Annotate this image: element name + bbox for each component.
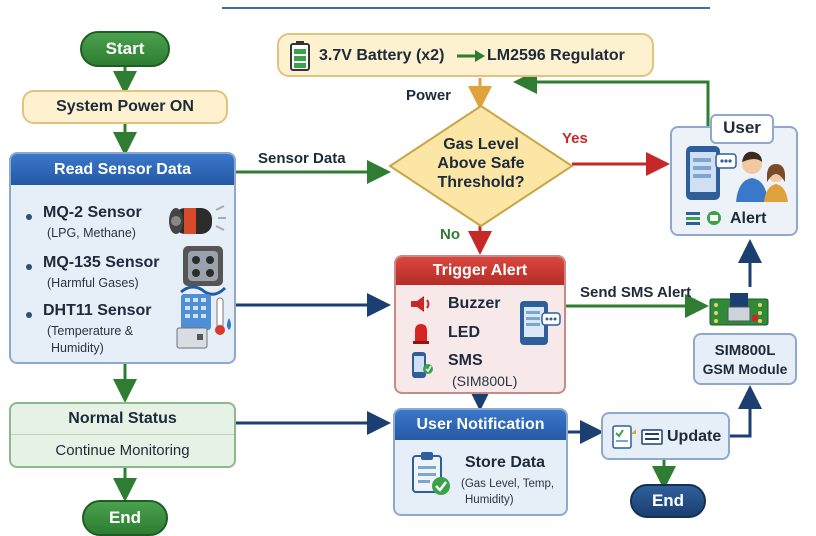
trigger-item-sms: SMS (448, 352, 483, 369)
read-sensor-card: Read Sensor Data MQ-2 Sensor (LPG, Metha… (9, 152, 236, 364)
end-node-right: End (630, 484, 706, 518)
regulator-label: LM2596 Regulator (487, 47, 625, 64)
arrow-right-icon (457, 50, 485, 62)
bullet-icon (26, 312, 32, 318)
list-icon (641, 429, 663, 445)
edge-label-sensor-data: Sensor Data (258, 150, 346, 167)
edge-label-yes: Yes (562, 130, 588, 147)
led-icon (413, 324, 429, 344)
edge-label-no: No (440, 226, 460, 243)
user-notification-card: User Notification Store Data (Gas Level,… (393, 408, 568, 516)
buzzer-icon (411, 296, 430, 312)
end-left-label: End (108, 508, 142, 527)
trigger-item-led: LED (448, 324, 480, 341)
user-card: User Alert (670, 114, 798, 236)
user-notification-title: User Notification (395, 410, 566, 440)
trigger-alert-card: Trigger Alert Buzzer LED SMS (SIM800L) (394, 255, 566, 394)
dht11-detail-1: (Temperature & (47, 324, 134, 338)
gsm-line-1: SIM800L (714, 342, 776, 359)
normal-status-title: Normal Status (11, 404, 234, 435)
phone-message-icon (520, 301, 561, 345)
mq2-sensor-icon (169, 205, 226, 234)
store-data-detail-1: (Gas Level, Temp, (461, 478, 555, 490)
update-label: Update (667, 428, 722, 445)
power-on-label: System Power ON (56, 98, 194, 115)
decision-line-2: Above Safe (437, 155, 525, 172)
end-node-left: End (82, 500, 168, 536)
bullet-icon (26, 214, 32, 220)
read-sensor-title: Read Sensor Data (11, 154, 234, 185)
user-people-icon (686, 146, 788, 202)
bullet-icon (26, 264, 32, 270)
sms-phone-icon (412, 352, 433, 378)
normal-status-card: Normal Status Continue Monitoring (9, 402, 236, 468)
mq135-detail: (Harmful Gases) (47, 276, 139, 290)
mq2-name: MQ-2 Sensor (43, 204, 142, 221)
decision-line-3: Threshold? (437, 174, 525, 191)
clipboard-check-icon (412, 452, 450, 495)
mq135-name: MQ-135 Sensor (43, 254, 160, 271)
start-label: Start (105, 39, 145, 58)
mq135-sensor-icon (180, 246, 227, 296)
trigger-sms-detail: (SIM800L) (452, 373, 518, 389)
top-divider-line (222, 7, 710, 9)
end-right-label: End (651, 491, 685, 510)
arrow-user-to-regulator (513, 70, 710, 126)
alert-status-icons (686, 211, 721, 225)
dht11-detail-2: Humidity) (51, 341, 104, 355)
gsm-module-card: SIM800L GSM Module (693, 333, 797, 385)
decision-diamond (388, 104, 574, 228)
gsm-line-2: GSM Module (702, 361, 788, 377)
start-node: Start (80, 31, 170, 67)
store-data-label: Store Data (465, 454, 546, 471)
normal-status-subtitle: Continue Monitoring (55, 442, 190, 459)
power-source-card: 3.7V Battery (x2) LM2596 Regulator (277, 33, 654, 77)
user-alert-label: Alert (730, 210, 767, 227)
dht11-name: DHT11 Sensor (43, 302, 152, 319)
battery-icon (290, 41, 310, 71)
decision-text: Gas Level Above Safe Threshold? (410, 135, 552, 192)
edge-label-send-sms: Send SMS Alert (580, 284, 692, 301)
mq2-detail: (LPG, Methane) (47, 226, 136, 240)
user-title: User (710, 114, 774, 144)
update-card: Update (601, 412, 730, 460)
dht11-sensor-icon (176, 294, 231, 349)
decision-line-1: Gas Level (443, 136, 519, 153)
sim800l-board-icon (709, 293, 769, 326)
edge-label-power: Power (406, 87, 452, 104)
power-on-node: System Power ON (22, 90, 228, 124)
trigger-alert-title: Trigger Alert (396, 257, 564, 285)
update-checklist-icon (612, 425, 636, 449)
store-data-detail-2: Humidity) (465, 494, 514, 506)
arrow-update-to-gsm (730, 385, 762, 438)
trigger-item-buzzer: Buzzer (448, 295, 501, 312)
battery-label: 3.7V Battery (x2) (319, 47, 445, 64)
